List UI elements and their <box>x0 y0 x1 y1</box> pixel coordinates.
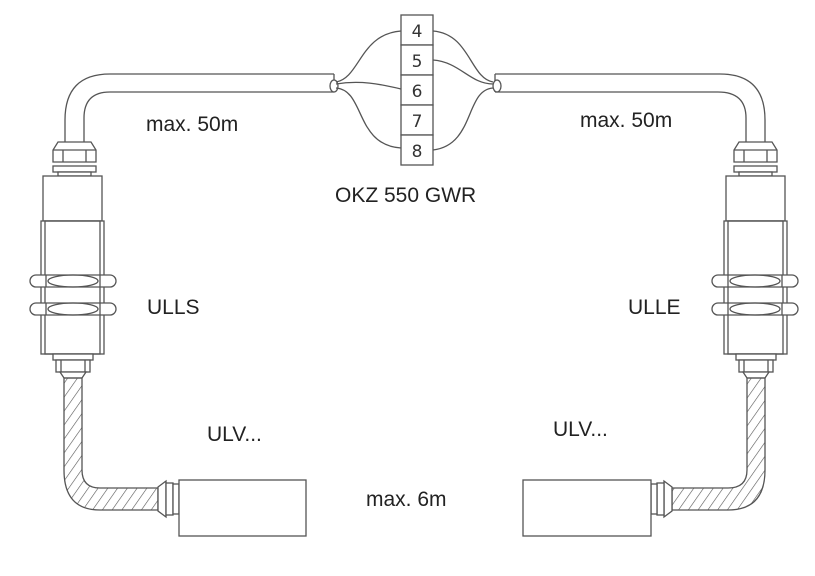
terminal-label: 8 <box>412 142 423 162</box>
terminal-4 <box>400 14 434 46</box>
receiver-label: ULLE <box>628 296 681 319</box>
terminal-8 <box>400 134 434 166</box>
nut <box>29 302 117 316</box>
right-deflector-cable <box>650 377 766 519</box>
left-deflector <box>178 479 307 537</box>
receiver-sensor <box>711 141 799 379</box>
terminal-block: 4 5 6 7 8 <box>400 14 434 166</box>
right-cable <box>492 73 766 142</box>
terminal-label: 7 <box>412 112 423 132</box>
wires <box>335 30 494 151</box>
right-cable-length-label: max. 50m <box>580 109 672 132</box>
terminal-label: 6 <box>412 82 423 102</box>
left-cable <box>64 73 339 142</box>
controller-title: OKZ 550 GWR <box>335 184 476 207</box>
terminal-label: 4 <box>412 22 423 42</box>
terminal-label: 5 <box>412 52 423 72</box>
transmitter-sensor <box>29 141 117 379</box>
deflector-distance-label: max. 6m <box>366 488 447 511</box>
left-deflector-cable <box>63 377 180 519</box>
right-deflector <box>522 479 652 537</box>
left-cable-length-label: max. 50m <box>146 113 238 136</box>
nut <box>29 274 117 288</box>
nut <box>711 302 799 316</box>
left-deflector-label: ULV... <box>207 423 262 446</box>
right-deflector-label: ULV... <box>553 418 608 441</box>
terminal-7 <box>400 104 434 136</box>
nut <box>711 274 799 288</box>
terminal-5 <box>400 44 434 76</box>
transmitter-label: ULLS <box>147 296 200 319</box>
terminal-6 <box>400 74 434 106</box>
